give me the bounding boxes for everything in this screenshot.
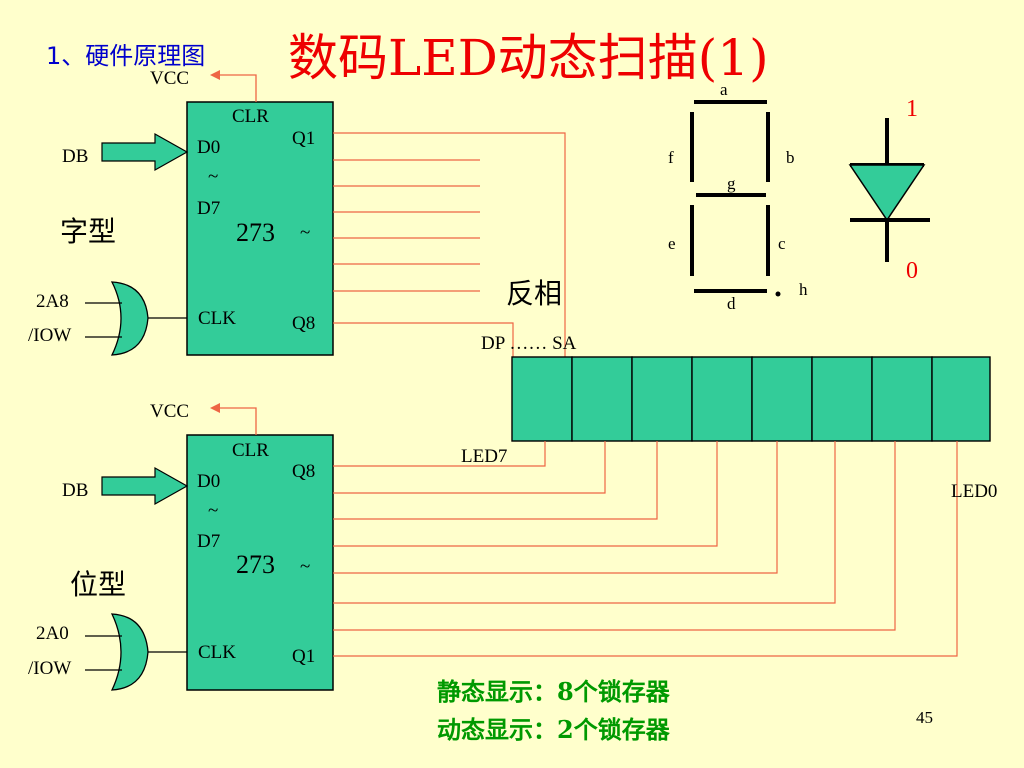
segment-range-label: DP …… SA [481, 333, 577, 354]
vcc-arrowhead-bottom [210, 403, 220, 413]
top-output-wires [333, 132, 566, 357]
q-first-top: Q1 [292, 128, 316, 149]
dynamic-display-note: 动态显示：2个锁存器 [437, 715, 670, 744]
addr-label-bottom: 2A0 [36, 623, 69, 644]
or-gate-bottom-body [110, 613, 149, 691]
latch-chip-bottom [186, 434, 334, 691]
segment-f-label: f [668, 148, 674, 167]
vcc-wire-top [214, 74, 257, 102]
db-arrow-top [101, 132, 189, 172]
static-display-note: 静态显示：8个锁存器 [437, 677, 670, 706]
slide-subtitle: 1、硬件原理图 [46, 42, 206, 70]
latch-chip-top [186, 101, 334, 356]
segment-g-label: g [727, 174, 736, 193]
tilde-in-top: ~ [208, 166, 219, 187]
tilde-out-top: ~ [300, 222, 311, 243]
clk-label-top: CLK [198, 308, 236, 329]
vcc-label-bottom: VCC [150, 401, 190, 422]
q-last-bottom: Q1 [292, 646, 316, 667]
or-gate-top-body [110, 281, 149, 356]
chip-label-bottom: 273 [236, 550, 275, 579]
seven-segment-dot [775, 291, 781, 297]
inverter-label: 反相 [506, 277, 563, 310]
addr-label-top: 2A8 [36, 291, 69, 312]
bottom-output-wires [333, 441, 958, 657]
tilde-out-bottom: ~ [300, 556, 311, 577]
d0-label-bottom: D0 [197, 471, 221, 492]
clr-label-top: CLR [232, 106, 269, 127]
led7-label: LED7 [461, 446, 508, 467]
vcc-arrowhead-top [210, 70, 220, 80]
digit-select-label: 位型 [70, 568, 127, 601]
q-last-top: Q8 [292, 313, 316, 334]
db-label-bottom: DB [62, 480, 89, 501]
clk-label-bottom: CLK [198, 642, 236, 663]
d7-label-bottom: D7 [197, 531, 221, 552]
segment-b-label: b [786, 148, 795, 167]
iow-label-bottom: /IOW [28, 658, 72, 679]
segment-d-label: d [727, 294, 736, 313]
slide-title: 数码LED动态扫描(1) [288, 29, 769, 87]
diode-value-zero: 0 [906, 258, 918, 284]
db-arrow-bottom [101, 466, 189, 506]
d7-label-top: D7 [197, 198, 221, 219]
segment-c-label: c [778, 234, 786, 253]
chip-label-top: 273 [236, 218, 275, 247]
font-type-label: 字型 [60, 215, 117, 248]
segment-h-label: h [799, 280, 808, 299]
led-bar [511, 356, 991, 442]
db-label-top: DB [62, 146, 89, 167]
led0-label: LED0 [951, 481, 998, 502]
iow-label-top: /IOW [28, 325, 72, 346]
tilde-in-bottom: ~ [208, 500, 219, 521]
vcc-label-top: VCC [150, 68, 190, 89]
diode-symbol [848, 118, 930, 262]
segment-a-label: a [720, 80, 728, 99]
q-first-bottom: Q8 [292, 461, 316, 482]
vcc-wire-bottom [214, 407, 257, 435]
seven-segment [690, 100, 770, 293]
diode-value-one: 1 [906, 96, 918, 122]
segment-e-label: e [668, 234, 676, 253]
clr-label-bottom: CLR [232, 440, 269, 461]
page-number: 45 [916, 708, 933, 727]
d0-label-top: D0 [197, 137, 221, 158]
